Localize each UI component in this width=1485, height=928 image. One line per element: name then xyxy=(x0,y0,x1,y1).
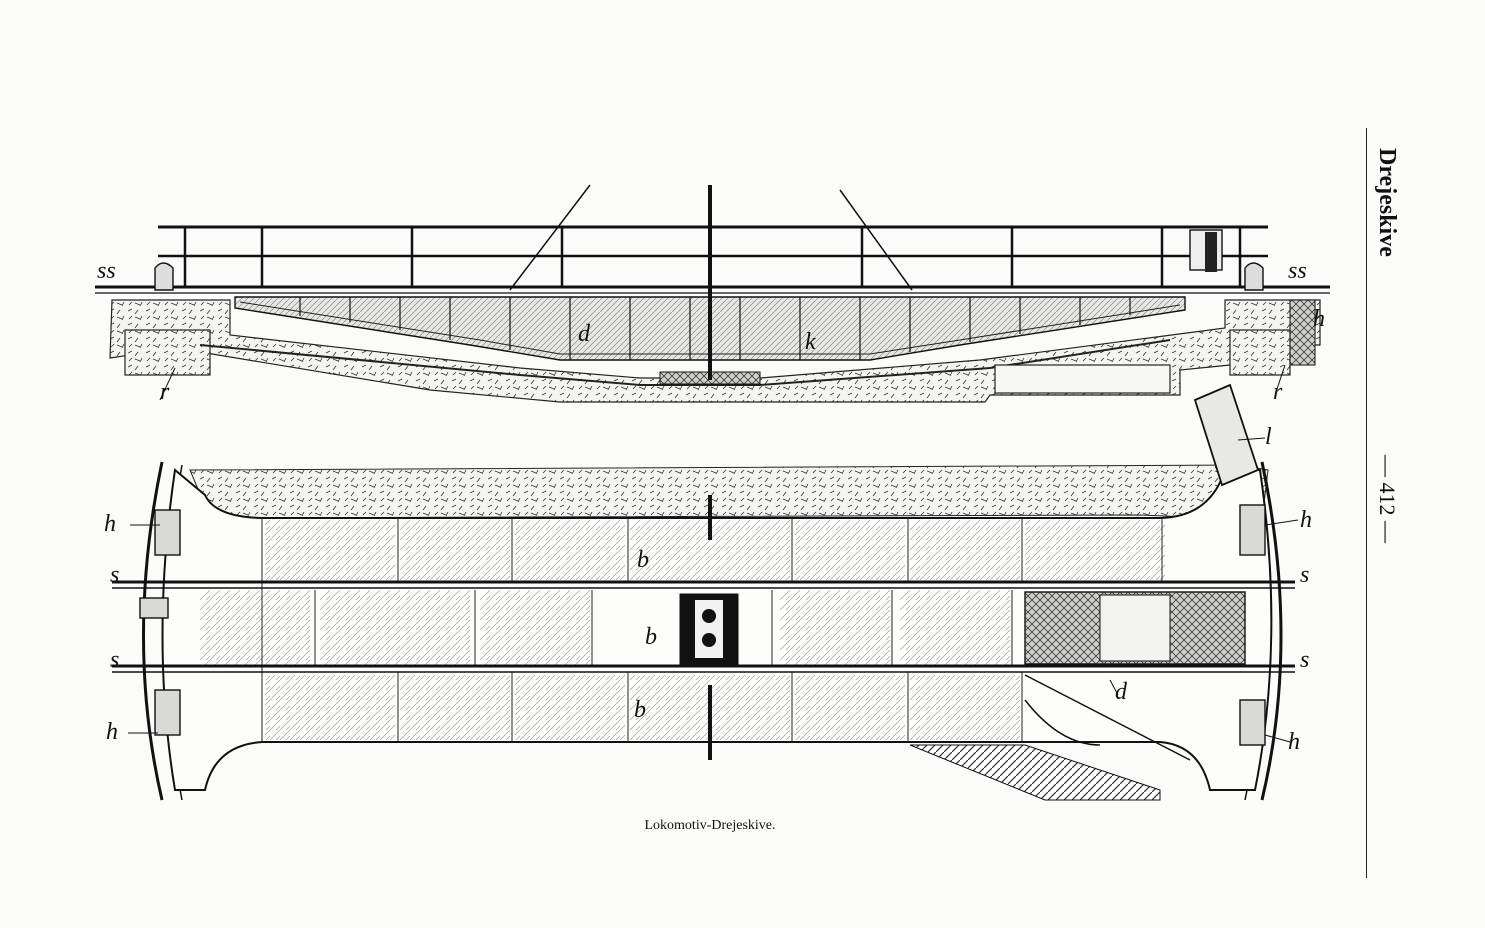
label-h-plan-bottom-left: h xyxy=(106,719,118,745)
elevation-view xyxy=(95,184,1330,403)
label-b-middle: b xyxy=(645,624,657,650)
label-r-left: r xyxy=(160,379,170,405)
pit-ramp xyxy=(909,744,1161,801)
label-r-right: r xyxy=(1273,379,1283,405)
label-s-top-left: s xyxy=(110,562,120,588)
label-h-plan-top-left: h xyxy=(104,511,116,537)
label-l: l xyxy=(1265,424,1272,450)
plan-view xyxy=(112,383,1299,801)
bridge-railing xyxy=(158,184,1268,380)
figure-caption: Lokomotiv-Drejeskive. xyxy=(644,818,776,833)
label-b-top: b xyxy=(637,547,649,573)
label-d-plan: d xyxy=(1115,679,1127,705)
label-s-bottom-right: s xyxy=(1300,647,1310,673)
running-header-title: Drejeskive xyxy=(1374,148,1400,257)
pit-surround xyxy=(189,464,1269,521)
label-s-top-right: s xyxy=(1300,562,1310,588)
label-ss-left: ss xyxy=(97,258,116,284)
locking-device xyxy=(1193,383,1260,487)
label-h-plan-bottom-right: h xyxy=(1288,729,1300,755)
label-h-plan-top-right: h xyxy=(1300,507,1312,533)
page-number: — 412 — xyxy=(1375,455,1400,543)
label-h-elevation: h xyxy=(1313,306,1325,332)
label-d-elevation: d xyxy=(578,321,590,347)
label-b-bottom: b xyxy=(634,697,646,723)
label-s-bottom-left: s xyxy=(110,647,120,673)
label-ss-right: ss xyxy=(1288,258,1307,284)
margin-rule xyxy=(1366,128,1367,878)
rails xyxy=(112,580,1295,673)
left-foundation-block xyxy=(124,329,211,376)
label-k-elevation: k xyxy=(805,329,816,355)
right-foundation-block xyxy=(1229,329,1291,376)
